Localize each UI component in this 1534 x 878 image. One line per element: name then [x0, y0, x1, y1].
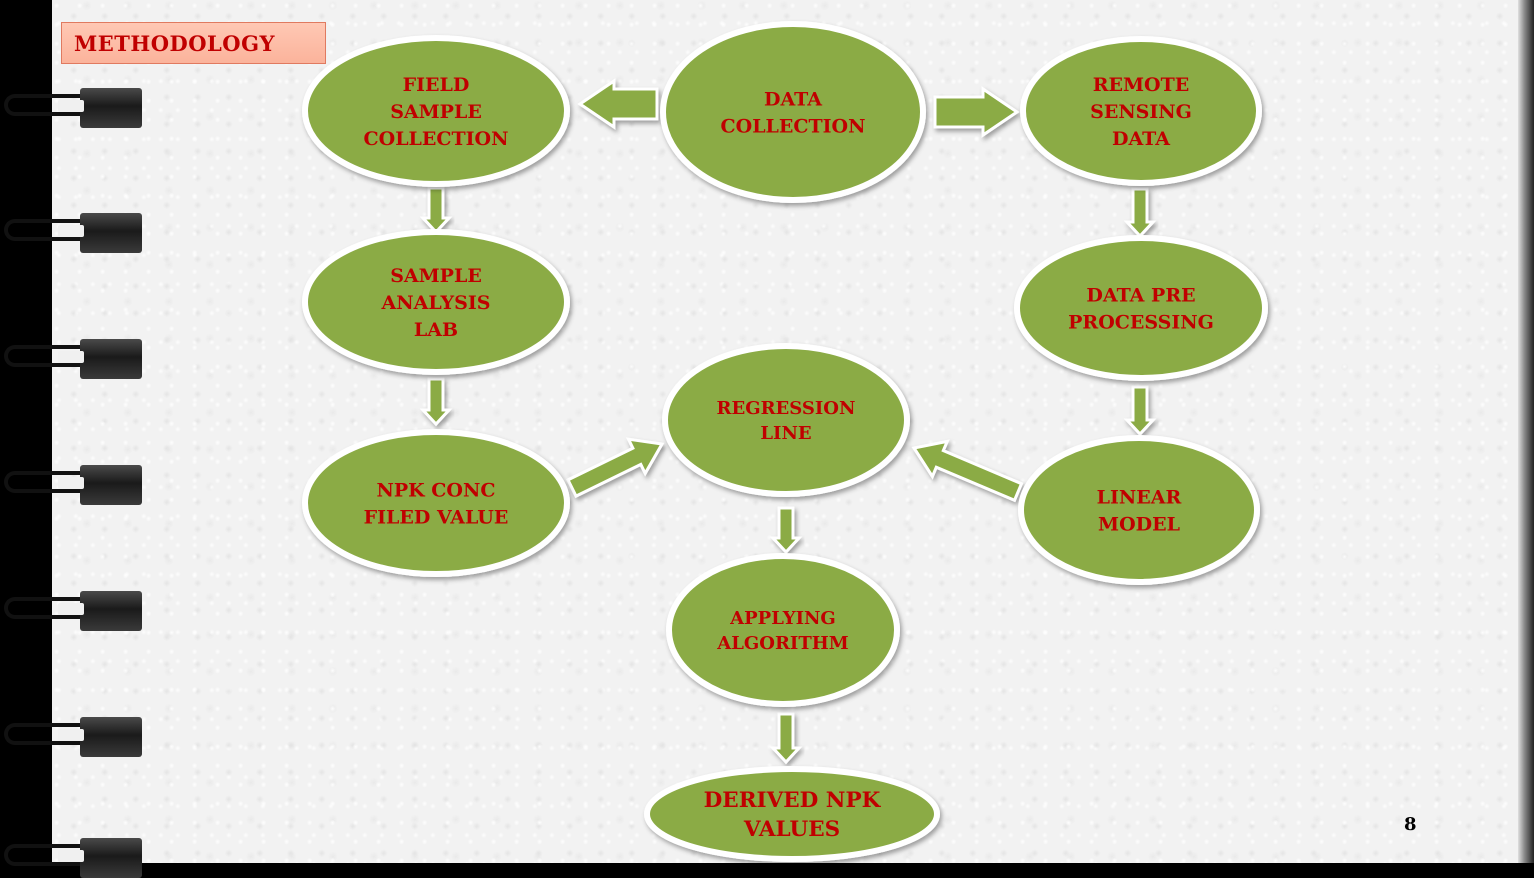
node-ellipse — [302, 429, 570, 577]
node-label: COLLECTION — [721, 115, 866, 137]
node-label: DERIVED NPK — [704, 788, 882, 813]
node-field-sample-collection: FIELD SAMPLE COLLECTION — [302, 35, 570, 187]
arrow-npk-conc-filed-value-to-regression-line — [565, 437, 665, 499]
node-label: REMOTE — [1093, 74, 1189, 96]
node-data-pre-processing: DATA PRE PROCESSING — [1014, 235, 1268, 381]
node-label: FIELD — [403, 74, 470, 96]
node-ellipse — [1018, 435, 1260, 585]
binder-ring — [4, 88, 142, 128]
binder-ring — [4, 591, 142, 631]
node-label: LAB — [414, 319, 458, 341]
node-derived-npk-values: DERIVED NPK VALUES — [644, 766, 940, 862]
arrow-regression-line-to-applying-algorithm — [769, 506, 803, 555]
node-label: SAMPLE — [390, 101, 482, 123]
page-edge — [1518, 0, 1534, 863]
binder-ring — [4, 213, 142, 253]
node-ellipse — [1014, 235, 1268, 381]
slide-title: METHODOLOGY — [74, 31, 276, 56]
node-label: LINEAR — [1097, 486, 1182, 508]
node-ellipse — [660, 21, 926, 203]
node-regression-line: REGRESSION LINE — [662, 343, 910, 497]
arrow-remote-sensing-data-to-data-pre-processing — [1123, 187, 1157, 239]
node-label: NPK CONC — [377, 479, 496, 501]
node-label: FILED VALUE — [364, 506, 509, 528]
arrow-data-pre-processing-to-linear-model — [1123, 385, 1157, 437]
node-remote-sensing-data: REMOTE SENSING DATA — [1020, 36, 1262, 186]
node-label: LINE — [760, 423, 811, 444]
title-box: METHODOLOGY — [61, 22, 326, 64]
node-label: PROCESSING — [1068, 311, 1214, 333]
node-label: ANALYSIS — [381, 292, 491, 314]
node-sample-analysis-lab: SAMPLE ANALYSIS LAB — [302, 229, 570, 375]
page-number: 8 — [1404, 814, 1417, 835]
node-label: APPLYING — [729, 608, 836, 629]
node-label: REGRESSION — [717, 398, 856, 419]
node-npk-conc-filed-value: NPK CONC FILED VALUE — [302, 429, 570, 577]
binder-ring — [4, 717, 142, 757]
node-label: SENSING — [1090, 101, 1192, 123]
node-label: VALUES — [743, 817, 840, 842]
arrow-linear-model-to-regression-line — [911, 439, 1024, 503]
binder-ring — [4, 339, 142, 379]
node-label: ALGORITHM — [716, 633, 848, 654]
arrow-sample-analysis-lab-to-npk-conc-filed-value — [419, 377, 453, 427]
binder-ring — [4, 465, 142, 505]
node-ellipse — [1020, 36, 1262, 186]
node-label: DATA — [764, 88, 822, 110]
node-label: MODEL — [1098, 513, 1180, 535]
arrow-applying-algorithm-to-derived-npk-values — [769, 712, 803, 765]
node-label: SAMPLE — [390, 265, 482, 287]
node-label: DATA — [1112, 128, 1170, 150]
node-applying-algorithm: APPLYING ALGORITHM — [666, 553, 900, 707]
arrow-field-sample-collection-to-sample-analysis-lab — [419, 186, 453, 235]
node-ellipse — [302, 35, 570, 187]
node-ellipse — [644, 766, 940, 862]
node-label: COLLECTION — [364, 128, 509, 150]
node-ellipse — [662, 343, 910, 497]
arrow-data-collection-to-field-sample-collection — [577, 78, 659, 130]
node-data-collection: DATA COLLECTION — [660, 21, 926, 203]
node-ellipse — [666, 553, 900, 707]
arrow-data-collection-to-remote-sensing-data — [933, 86, 1020, 138]
node-label: DATA PRE — [1086, 284, 1195, 306]
node-ellipse — [302, 229, 570, 375]
node-linear-model: LINEAR MODEL — [1018, 435, 1260, 585]
